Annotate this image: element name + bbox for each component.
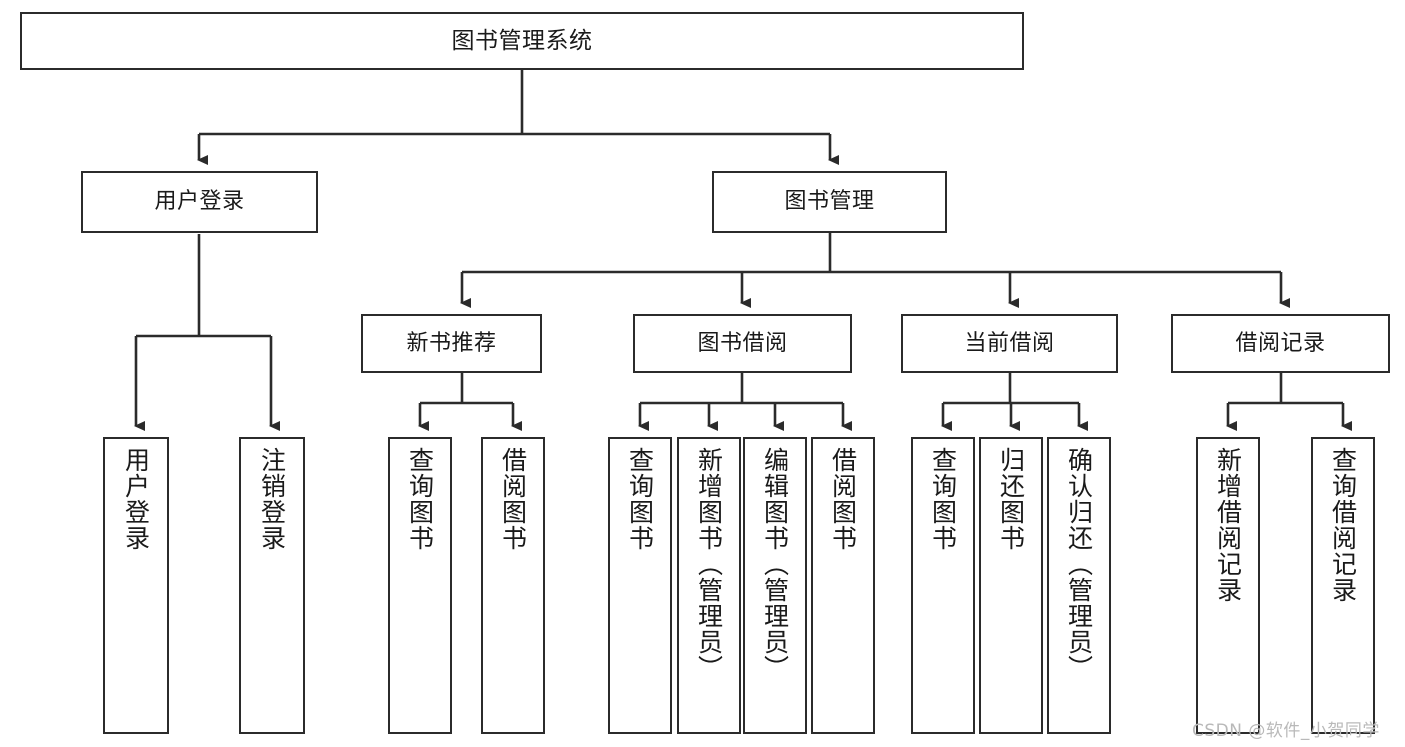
node-user-login[interactable]: 用户登录: [81, 171, 318, 233]
leaf-user-login-signin[interactable]: 用户登录: [103, 437, 169, 734]
node-label: 借阅图书: [828, 447, 858, 551]
leaf-current-confirm-return[interactable]: 确认归还（管理员）: [1047, 437, 1111, 734]
node-borrow-record[interactable]: 借阅记录: [1171, 314, 1390, 373]
leaf-current-query-book[interactable]: 查询图书: [911, 437, 975, 734]
node-root-system[interactable]: 图书管理系统: [20, 12, 1024, 70]
csdn-watermark: CSDN @软件_小贺同学: [1192, 721, 1380, 741]
leaf-record-query[interactable]: 查询借阅记录: [1311, 437, 1375, 734]
leaf-borrow-edit-book[interactable]: 编辑图书（管理员）: [743, 437, 807, 734]
node-label: 新增图书（管理员）: [694, 447, 724, 681]
node-label: 用户登录: [121, 447, 151, 551]
node-label: 编辑图书（管理员）: [760, 447, 790, 681]
leaf-borrow-add-book[interactable]: 新增图书（管理员）: [677, 437, 741, 734]
leaf-borrow-query-book[interactable]: 查询图书: [608, 437, 672, 734]
leaf-record-add[interactable]: 新增借阅记录: [1196, 437, 1260, 734]
node-label: 查询借阅记录: [1328, 447, 1358, 603]
node-label: 查询图书: [928, 447, 958, 551]
node-label: 借阅图书: [498, 447, 528, 551]
node-label: 查询图书: [625, 447, 655, 551]
node-new-book-recommend[interactable]: 新书推荐: [361, 314, 542, 373]
leaf-borrow-borrow-book[interactable]: 借阅图书: [811, 437, 875, 734]
node-label: 新增借阅记录: [1213, 447, 1243, 603]
node-label: 归还图书: [996, 447, 1026, 551]
node-label: 查询图书: [405, 447, 435, 551]
node-book-management[interactable]: 图书管理: [712, 171, 947, 233]
node-label: 用户登录: [154, 189, 245, 215]
node-label: 确认归还（管理员）: [1064, 447, 1094, 681]
node-label: 注销登录: [257, 447, 287, 551]
leaf-new-book-borrow[interactable]: 借阅图书: [481, 437, 545, 734]
node-book-borrow[interactable]: 图书借阅: [633, 314, 852, 373]
node-label: 新书推荐: [406, 330, 497, 356]
node-current-borrow[interactable]: 当前借阅: [901, 314, 1118, 373]
leaf-current-return-book[interactable]: 归还图书: [979, 437, 1043, 734]
leaf-new-book-query[interactable]: 查询图书: [388, 437, 452, 734]
node-label: 图书管理: [784, 189, 875, 215]
node-label: 当前借阅: [964, 330, 1055, 356]
leaf-user-login-signout[interactable]: 注销登录: [239, 437, 305, 734]
node-label: 图书借阅: [697, 330, 788, 356]
node-label: 借阅记录: [1235, 330, 1326, 356]
node-label: 图书管理系统: [451, 27, 593, 54]
